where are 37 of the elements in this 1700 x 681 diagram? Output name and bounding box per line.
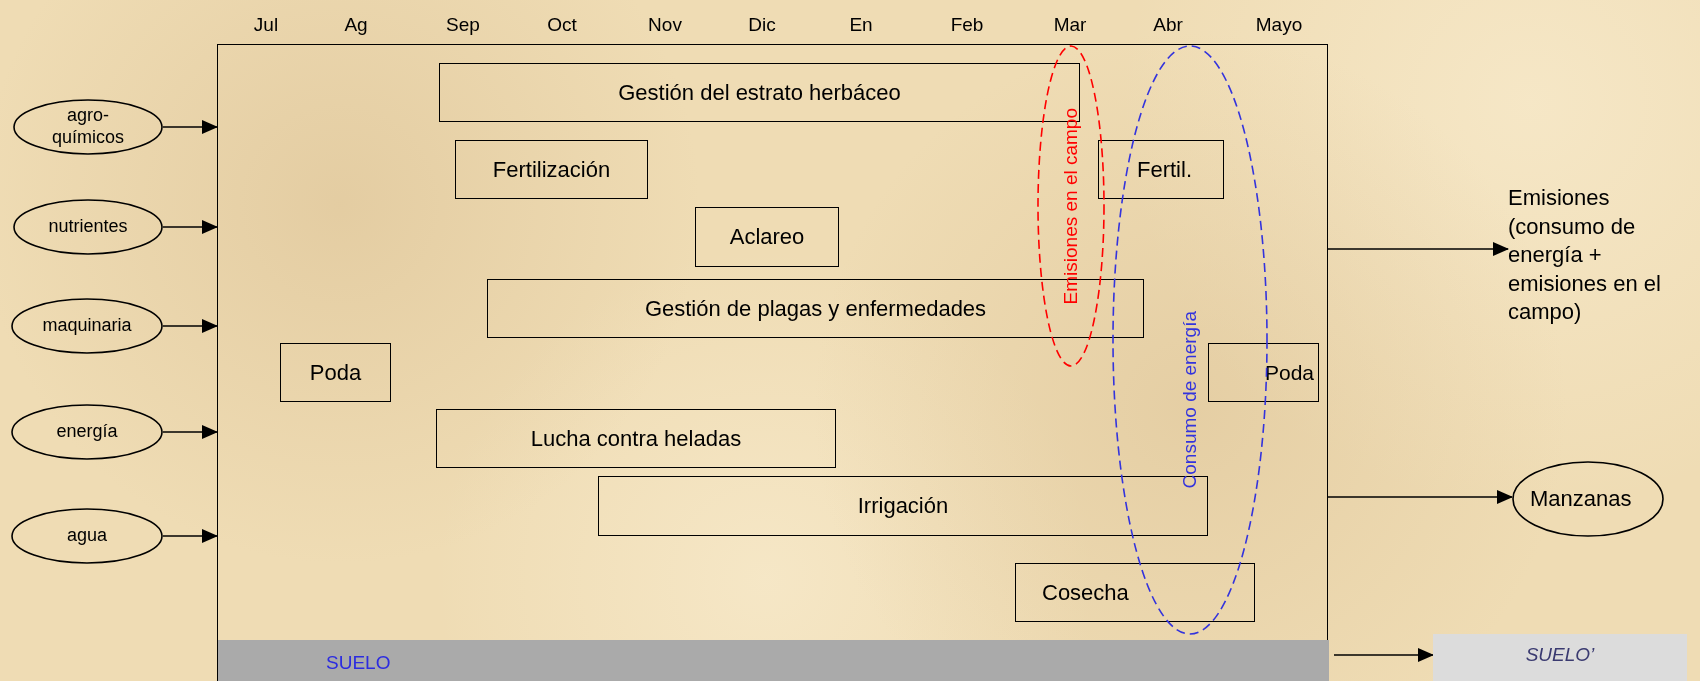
- arrow: [162, 220, 218, 234]
- month-label: Ag: [344, 14, 368, 36]
- month-label: Oct: [547, 14, 577, 36]
- input-oval: agro- químicos: [13, 99, 163, 155]
- soil-band: SUELO: [218, 640, 1329, 681]
- output-text: Emisiones (consumo de energía + emisiones en el campo): [1508, 184, 1672, 364]
- input-oval: nutrientes: [13, 199, 163, 255]
- activity-box: Lucha contra heladas: [436, 409, 836, 468]
- orchard-frame: [217, 44, 1328, 681]
- activity-box: Poda: [1208, 343, 1319, 402]
- activity-box: Aclareo: [695, 207, 839, 267]
- arrow: [1327, 242, 1509, 256]
- month-label: Sep: [446, 14, 480, 36]
- month-label: Nov: [648, 14, 682, 36]
- soil-box: SUELO’: [1433, 634, 1687, 681]
- month-label: Abr: [1153, 14, 1183, 36]
- activity-box: Fertil.: [1098, 140, 1224, 199]
- arrow: [162, 319, 218, 333]
- activity-box: Poda: [280, 343, 391, 402]
- dashed-ellipse: Emisiones en el campo: [1037, 45, 1105, 367]
- arrow: [162, 529, 218, 543]
- input-oval: maquinaria: [11, 298, 163, 354]
- month-label: Jul: [253, 14, 279, 36]
- arrow: [162, 425, 218, 439]
- month-label: Feb: [950, 14, 984, 36]
- month-label: En: [849, 14, 873, 36]
- output-oval: Manzanas: [1512, 461, 1664, 537]
- input-oval: agua: [11, 508, 163, 564]
- month-label: Mayo: [1255, 14, 1303, 36]
- month-label: Dic: [748, 14, 776, 36]
- arrow: [1333, 648, 1434, 662]
- activity-box: Cosecha: [1015, 563, 1255, 622]
- arrow: [162, 120, 218, 134]
- input-oval: energía: [11, 404, 163, 460]
- activity-box: Fertilización: [455, 140, 648, 199]
- arrow: [1327, 490, 1513, 504]
- month-label: Mar: [1053, 14, 1087, 36]
